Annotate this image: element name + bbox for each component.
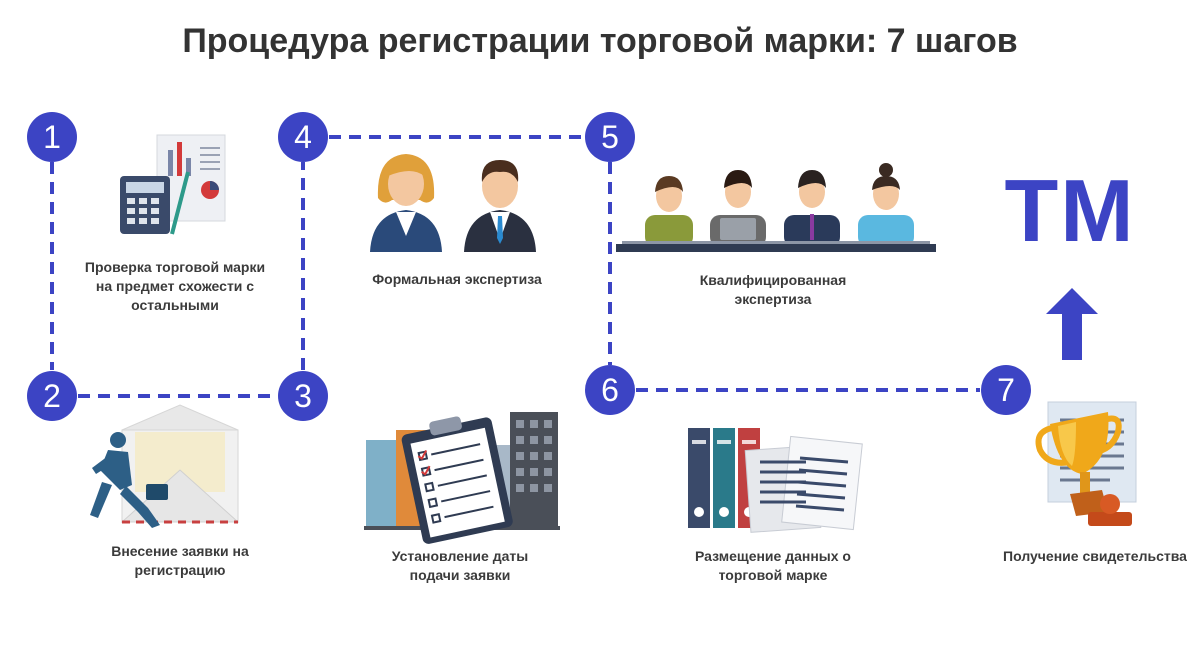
step-3-caption: Установление даты подачи заявки — [391, 548, 529, 583]
tm-mark: TM — [1004, 161, 1136, 260]
clipboard-buildings-icon — [364, 412, 560, 544]
binders-documents-icon — [688, 428, 863, 533]
step-6-number: 6 — [601, 372, 619, 408]
step-6-caption: Размещение данных о торговой марке — [695, 548, 851, 583]
step-6-marker: 6 — [585, 365, 635, 415]
step-2-marker: 2 — [27, 371, 77, 421]
step-6-circle — [585, 365, 635, 415]
calculator-report-icon — [120, 134, 226, 235]
runner-envelope-icon — [90, 404, 240, 528]
step-1-circle — [27, 112, 77, 162]
step-5-circle — [585, 112, 635, 162]
step-2-circle — [27, 371, 77, 421]
step-1-number: 1 — [43, 119, 61, 155]
step-2-number: 2 — [43, 378, 61, 414]
connector-lines — [50, 135, 980, 398]
step-4-caption: Формальная экспертиза — [372, 271, 542, 287]
step-7-number: 7 — [997, 372, 1015, 408]
step-3-number: 3 — [294, 378, 312, 414]
step-4-number: 4 — [294, 119, 312, 155]
step-5-number: 5 — [601, 119, 619, 155]
step-4-marker: 4 — [278, 112, 328, 162]
two-experts-icon — [370, 154, 536, 252]
step-3-marker: 3 — [278, 371, 328, 421]
step-7-marker: 7 — [981, 365, 1031, 415]
step-2-caption: Внесение заявки на регистрацию — [111, 543, 249, 578]
step-4-circle — [278, 112, 328, 162]
step-1-marker: 1 — [27, 112, 77, 162]
trophy-certificate-icon — [1035, 401, 1137, 526]
step-7-caption: Получение свидетельства — [1003, 548, 1187, 564]
up-arrow-icon — [1046, 288, 1098, 360]
step-5-caption: Квалифицированная экспертиза — [699, 272, 847, 307]
step-5-marker: 5 — [585, 112, 635, 162]
step-1-caption: Проверка торговой марки на предмет схоже… — [84, 259, 266, 313]
expert-panel-icon — [616, 163, 936, 252]
step-3-circle — [278, 371, 328, 421]
step-7-circle — [981, 365, 1031, 415]
page-title: Процедура регистрации торговой марки: 7 … — [182, 22, 1018, 60]
